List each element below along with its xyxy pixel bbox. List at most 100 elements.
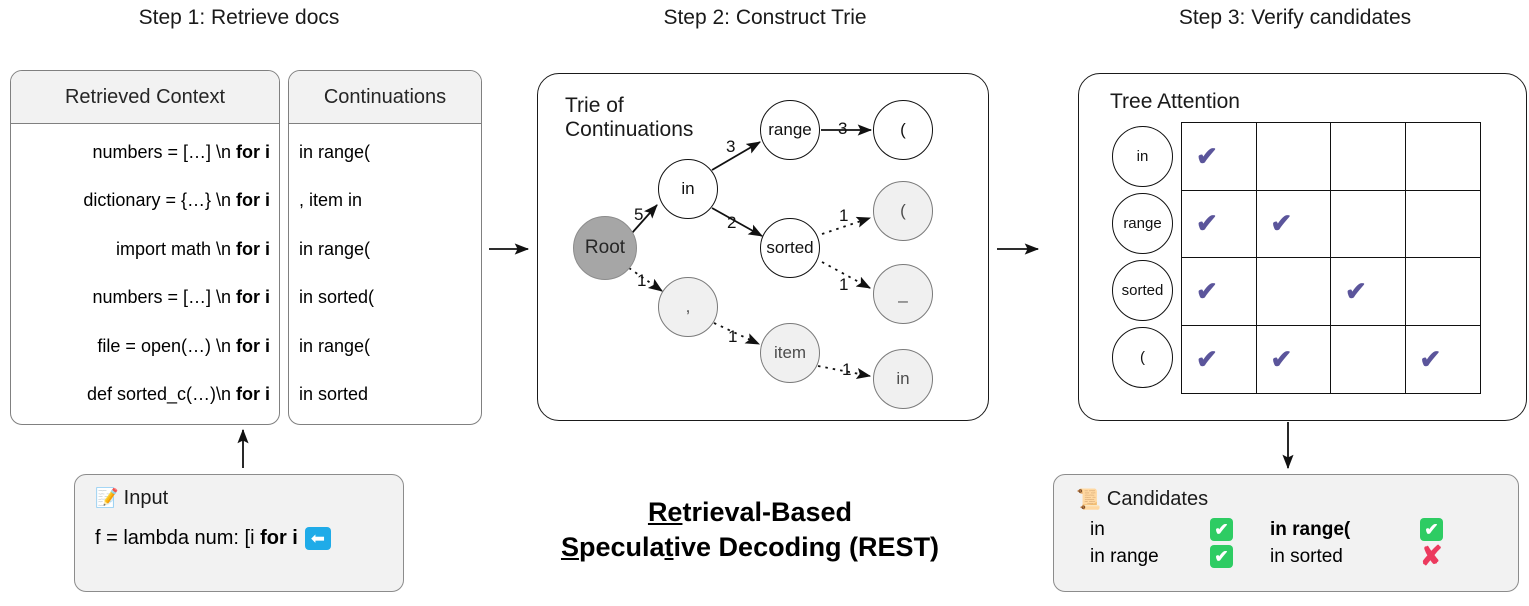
context-text: def sorted_c(…)\n — [86, 384, 236, 405]
rest-t: t — [664, 531, 674, 562]
input-box: 📝 Input f = lambda num: [i for i ⬅ — [74, 474, 404, 592]
context-bold: for i — [236, 190, 270, 211]
tree-attention-matrix: ✔ ✔ ✔ ✔ ✔ ✔ ✔ ✔ — [1181, 122, 1481, 394]
table-row: in range( — [299, 141, 371, 162]
table-row: def sorted_c(…)\n for i — [11, 384, 279, 405]
cursor-left-arrow-icon: ⬅ — [304, 527, 331, 550]
rest-line1-rest: trieval-Based — [682, 497, 853, 527]
trie-edge-weight-in-range: 3 — [726, 137, 736, 156]
trie-node-in: in — [658, 159, 718, 219]
rest-r-e: Re — [647, 497, 683, 527]
table-row: numbers = […] \n for i — [11, 142, 279, 163]
accepted-check-icon: ✔ — [1420, 518, 1443, 541]
continuations-table: Continuations in range( , item in in ran… — [288, 70, 482, 425]
table-row: in range( — [299, 238, 371, 259]
candidate-status-2: ✔ — [1420, 518, 1480, 541]
matrix-cell: ✔ — [1182, 258, 1257, 326]
candidate-status-3: ✔ — [1210, 545, 1270, 568]
matrix-cell — [1331, 123, 1406, 191]
retrieved-docs-panel: Retrieved Context numbers = […] \n for i… — [10, 70, 482, 425]
matrix-cell — [1256, 123, 1331, 191]
matrix-cell: ✔ — [1419, 343, 1442, 374]
trie-node-underscore: _ — [873, 264, 933, 324]
matrix-cell — [1405, 191, 1480, 258]
retrieved-context-header: Retrieved Context — [11, 71, 279, 124]
input-code: f = lambda num: [i for i ⬅ — [95, 527, 403, 550]
context-bold: for i — [236, 141, 270, 162]
memo-icon: 📝 — [95, 488, 119, 509]
input-box-label: 📝 Input — [95, 487, 403, 510]
step-1-title: Step 1: Retrieve docs — [138, 6, 340, 29]
table-row: in range( — [299, 335, 371, 356]
attention-row-token-range: range — [1112, 193, 1173, 254]
continuations-rows: in range( , item in in range( in sorted(… — [289, 124, 481, 423]
input-code-bold: for i — [260, 527, 298, 549]
table-row: , item in — [299, 190, 363, 211]
trie-edge-weight-sorted-under: 1 — [839, 275, 849, 294]
trie-label-line2: Continuations — [565, 118, 694, 142]
trie-panel-label: Trie of Continuations — [565, 94, 693, 142]
table-row: file = open(…) \n for i — [11, 336, 279, 357]
rejected-cross-icon: ✘ — [1420, 541, 1443, 571]
trie-edge-weight-root-in: 5 — [634, 205, 644, 224]
attention-row-token-sorted: sorted — [1112, 260, 1173, 321]
accepted-check-icon: ✔ — [1210, 545, 1233, 568]
context-text: import math \n — [115, 238, 236, 259]
rest-title: Retrieval-Based Speculative Decoding (RE… — [490, 495, 1010, 564]
trie-edge-weight-root-comma: 1 — [637, 271, 647, 290]
trie-edge-weight-range-paren: 3 — [838, 119, 848, 138]
table-row: in sorted( — [299, 287, 375, 308]
candidates-grid: in ✔ in range( ✔ in range ✔ in sorted ✘ — [1076, 518, 1518, 570]
matrix-cell: ✔ — [1331, 258, 1406, 326]
trie-edge-weight-in-sorted: 2 — [727, 213, 737, 232]
matrix-cell: ✔ — [1257, 325, 1331, 393]
matrix-cell: ✔ — [1256, 190, 1331, 258]
trie-edge-weight-item-in: 1 — [842, 360, 852, 379]
trie-node-comma: , — [658, 277, 718, 337]
table-row: in sorted — [299, 384, 369, 405]
rest-s: S — [560, 531, 579, 562]
context-bold: for i — [236, 287, 270, 308]
rest-title-line-1: Retrieval-Based — [490, 495, 1010, 530]
candidate-status-1: ✔ — [1210, 518, 1270, 541]
trie-node-paren-2: ( — [873, 181, 933, 241]
matrix-cell: ✔ — [1182, 325, 1257, 393]
candidate-text-2: in range( — [1270, 518, 1351, 540]
trie-node-range: range — [760, 100, 820, 160]
rest-line2-a: pecula — [578, 531, 665, 562]
tree-attention-label: Tree Attention — [1110, 90, 1240, 113]
attention-row-token-paren: ( — [1112, 327, 1173, 388]
table-row: import math \n for i — [11, 239, 279, 260]
candidate-text-1: in — [1090, 518, 1105, 540]
context-text: numbers = […] \n — [92, 287, 236, 308]
candidates-label: 📜 Candidates — [1076, 487, 1518, 512]
candidates-title: Candidates — [1106, 488, 1209, 510]
accepted-check-icon: ✔ — [1210, 518, 1233, 541]
input-code-plain: f = lambda num: [i — [95, 527, 261, 549]
trie-edge-weight-comma-item: 1 — [728, 327, 738, 346]
step-3-title: Step 3: Verify candidates — [1178, 6, 1412, 29]
rest-line2-b: ive Decoding (REST) — [673, 531, 940, 562]
context-bold: for i — [236, 384, 270, 405]
input-code-text: f = lambda num: [i for i — [95, 527, 298, 550]
continuations-header: Continuations — [289, 71, 481, 124]
trie-node-in-2: in — [873, 349, 933, 409]
rest-title-line-2: Speculative Decoding (REST) — [490, 530, 1010, 565]
matrix-cell — [1331, 325, 1406, 393]
candidate-status-4: ✘ — [1420, 543, 1480, 570]
matrix-cell — [1256, 258, 1331, 326]
matrix-cell — [1331, 190, 1406, 258]
context-text: dictionary = {…} \n — [83, 190, 236, 211]
matrix-cell — [1405, 258, 1480, 326]
context-bold: for i — [236, 335, 270, 356]
table-row: numbers = […] \n for i — [11, 287, 279, 308]
trie-node-root: Root — [573, 216, 637, 280]
matrix-cell — [1405, 123, 1480, 191]
scroll-icon: 📜 — [1076, 489, 1101, 511]
context-text: file = open(…) \n — [97, 335, 236, 356]
context-bold: for i — [236, 238, 270, 259]
input-title: Input — [123, 487, 169, 509]
attention-row-token-in: in — [1112, 126, 1173, 187]
trie-label-line1: Trie of — [565, 94, 624, 117]
